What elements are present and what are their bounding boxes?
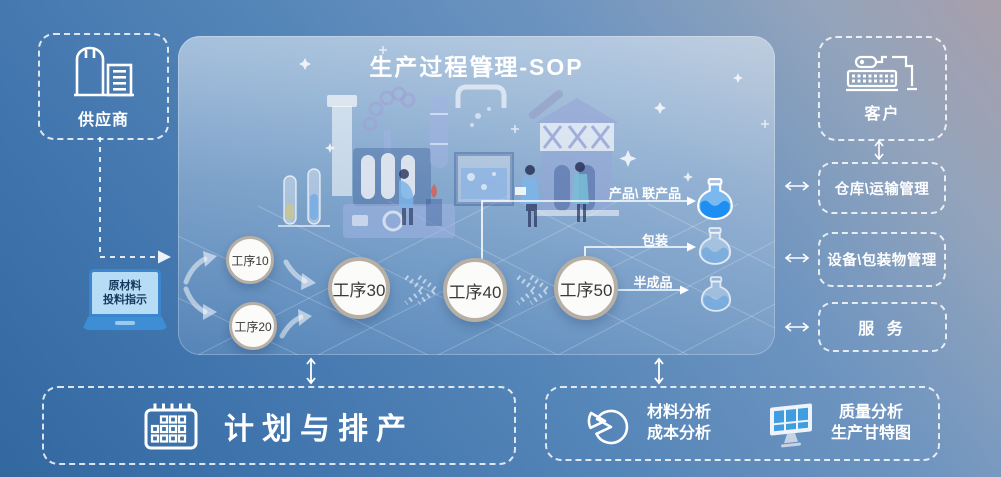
calendar-icon: [144, 403, 198, 449]
product-flask-icon: [697, 178, 733, 220]
process-node-20: 工序20: [229, 302, 277, 350]
gantt-label: 生产甘特图: [831, 424, 912, 442]
process-node-30: 工序30: [328, 257, 390, 319]
panel-title: 生产过程管理-SOP: [369, 54, 584, 80]
equipment-label: 设备\包装物管理: [827, 253, 937, 269]
process-20-label: 工序20: [234, 319, 272, 334]
laptop-screen: 原材料 投料指示: [89, 269, 161, 317]
pie-chart-icon: [587, 409, 629, 444]
raw-material-line2: 投料指示: [103, 294, 147, 306]
raw-material-line1: 原材料: [108, 279, 142, 292]
quality-gantt-group: 质量分析 生产甘特图: [767, 398, 911, 450]
sop-main-panel: 生产过程管理-SOP 工序10 工序20 工序30 工序40 工序50 产品\ …: [178, 36, 775, 355]
equipment-node: 设备\包装物管理: [818, 232, 946, 287]
panel-analysis-arrow: [654, 357, 664, 385]
laptop-keyboard: [82, 317, 168, 330]
panel-planning-arrow: [306, 357, 316, 385]
process-30-label: 工序30: [332, 280, 386, 300]
packaging-flask-icon: [698, 227, 732, 265]
semifinished-flask-icon: [700, 276, 732, 312]
warehouse-node: 仓库\运输管理: [818, 162, 946, 214]
supplier-label: 供应商: [77, 112, 129, 129]
supplier-node: 供应商: [38, 33, 169, 140]
gantt-monitor-icon: [770, 402, 813, 447]
process-node-40: 工序40: [443, 258, 507, 322]
output-label-semifinished: 半成品: [633, 275, 673, 290]
customer-label: 客户: [864, 105, 901, 123]
planning-label: 计划与排产: [224, 412, 414, 446]
panel-equipment-arrow: [784, 253, 810, 263]
material-analysis-label: 材料分析: [647, 403, 712, 421]
customer-node: 客户: [818, 36, 947, 141]
process-flow-connectors: [183, 196, 696, 339]
service-node: 服 务: [818, 302, 947, 352]
output-label-products: 产品\ 联产品: [608, 186, 682, 201]
planning-node: 计划与排产: [42, 386, 516, 465]
process-node-10: 工序10: [226, 236, 274, 284]
process-10-label: 工序10: [231, 253, 269, 268]
raw-material-laptop: 原材料 投料指示: [82, 269, 168, 330]
quality-analysis-label: 质量分析: [839, 403, 904, 421]
process-40-label: 工序40: [448, 282, 502, 302]
output-label-packaging: 包装: [641, 233, 668, 248]
panel-warehouse-arrow: [784, 181, 810, 191]
customer-machine-icon: [845, 55, 917, 91]
cost-analysis-label: 成本分析: [647, 424, 712, 442]
factory-building-icon: [73, 46, 134, 97]
process-node-50: 工序50: [554, 256, 618, 320]
material-cost-group: 材料分析 成本分析: [585, 400, 711, 448]
service-label: 服 务: [858, 321, 907, 338]
process-50-label: 工序50: [559, 280, 613, 300]
analysis-node: 材料分析 成本分析 质量分析 生产甘特图: [545, 386, 940, 461]
customer-warehouse-arrow: [874, 139, 884, 161]
warehouse-label: 仓库\运输管理: [834, 181, 930, 198]
panel-service-arrow: [784, 322, 810, 332]
